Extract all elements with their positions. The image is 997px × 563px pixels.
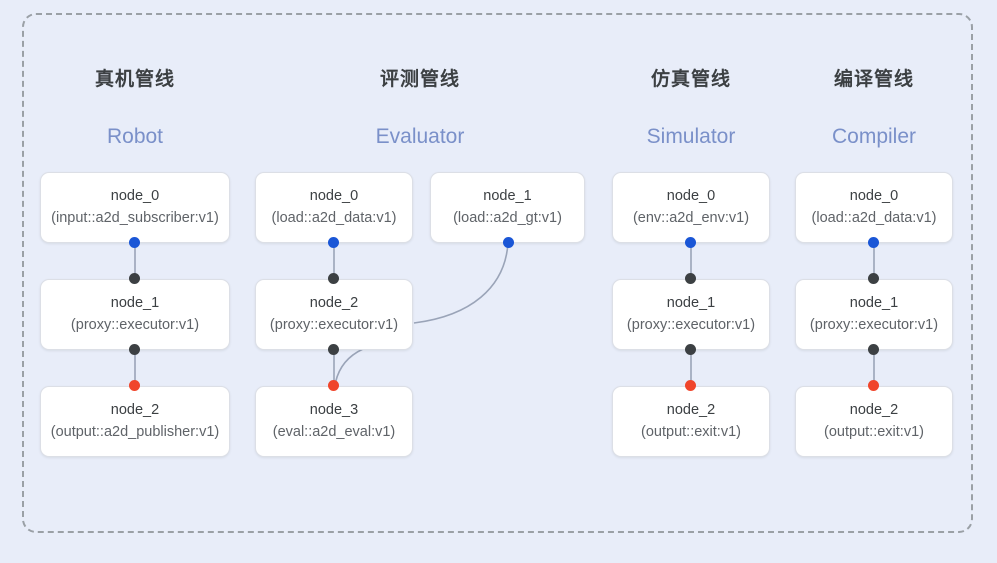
node-spec: (proxy::executor:v1): [70, 316, 200, 333]
node-spec: (output::exit:v1): [641, 423, 741, 440]
node-evaluator-node_0[interactable]: node_0 (load::a2d_data:v1): [255, 172, 413, 243]
node-name: node_2: [849, 402, 899, 419]
node-name: node_0: [666, 188, 716, 205]
node-spec: (output::exit:v1): [824, 423, 924, 440]
node-compiler-node_2[interactable]: node_2 (output::exit:v1): [795, 386, 953, 457]
column-title-robot: 真机管线: [94, 69, 175, 90]
column-subtitle-robot: Robot: [106, 125, 164, 148]
port-input-simulator-node_1[interactable]: [685, 273, 696, 284]
node-robot-node_0[interactable]: node_0 (input::a2d_subscriber:v1): [40, 172, 230, 243]
port-output-simulator-node_0[interactable]: [685, 237, 696, 248]
node-name: node_1: [483, 188, 532, 205]
node-spec: (input::a2d_subscriber:v1): [51, 209, 219, 226]
node-name: node_0: [849, 188, 899, 205]
node-name: node_1: [110, 295, 160, 312]
node-name: node_2: [309, 295, 359, 312]
dashed-container-frame: [22, 13, 973, 533]
node-spec: (load::a2d_data:v1): [811, 209, 937, 226]
port-output-robot-node_0[interactable]: [129, 237, 140, 248]
port-output-evaluator-node_1[interactable]: [503, 237, 514, 248]
port-input-compiler-node_1[interactable]: [868, 273, 879, 284]
node-simulator-node_1[interactable]: node_1 (proxy::executor:v1): [612, 279, 770, 350]
node-robot-node_2[interactable]: node_2 (output::a2d_publisher:v1): [40, 386, 230, 457]
node-name: node_3: [309, 402, 359, 419]
node-spec: (proxy::executor:v1): [809, 316, 939, 333]
port-input-robot-node_2[interactable]: [129, 380, 140, 391]
port-input-compiler-node_2[interactable]: [868, 380, 879, 391]
node-evaluator-node_1[interactable]: node_1 (load::a2d_gt:v1): [430, 172, 585, 243]
port-output-robot-node_1[interactable]: [129, 344, 140, 355]
port-input-simulator-node_2[interactable]: [685, 380, 696, 391]
node-simulator-node_0[interactable]: node_0 (env::a2d_env:v1): [612, 172, 770, 243]
port-input-evaluator-node_2[interactable]: [328, 273, 339, 284]
port-output-compiler-node_1[interactable]: [868, 344, 879, 355]
column-subtitle-simulator: Simulator: [646, 125, 736, 148]
node-evaluator-node_3[interactable]: node_3 (eval::a2d_eval:v1): [255, 386, 413, 457]
node-compiler-node_0[interactable]: node_0 (load::a2d_data:v1): [795, 172, 953, 243]
column-subtitle-evaluator: Evaluator: [375, 125, 465, 148]
port-input-robot-node_1[interactable]: [129, 273, 140, 284]
node-spec: (env::a2d_env:v1): [632, 209, 750, 226]
column-subtitle-compiler: Compiler: [831, 125, 917, 148]
node-spec: (output::a2d_publisher:v1): [50, 423, 220, 440]
node-simulator-node_2[interactable]: node_2 (output::exit:v1): [612, 386, 770, 457]
node-spec: (load::a2d_gt:v1): [453, 209, 562, 226]
node-robot-node_1[interactable]: node_1 (proxy::executor:v1): [40, 279, 230, 350]
port-output-evaluator-node_2[interactable]: [328, 344, 339, 355]
node-spec: (load::a2d_data:v1): [271, 209, 397, 226]
port-output-compiler-node_0[interactable]: [868, 237, 879, 248]
node-name: node_0: [309, 188, 359, 205]
node-spec: (eval::a2d_eval:v1): [272, 423, 396, 440]
port-input-evaluator-node_3[interactable]: [328, 380, 339, 391]
port-output-simulator-node_1[interactable]: [685, 344, 696, 355]
node-evaluator-node_2[interactable]: node_2 (proxy::executor:v1): [255, 279, 413, 350]
node-spec: (proxy::executor:v1): [626, 316, 756, 333]
node-compiler-node_1[interactable]: node_1 (proxy::executor:v1): [795, 279, 953, 350]
node-name: node_1: [666, 295, 716, 312]
node-name: node_2: [666, 402, 716, 419]
node-name: node_2: [110, 402, 160, 419]
node-name: node_0: [110, 188, 160, 205]
node-spec: (proxy::executor:v1): [269, 316, 399, 333]
column-title-evaluator: 评测管线: [379, 69, 460, 90]
column-title-compiler: 编译管线: [833, 69, 914, 90]
node-name: node_1: [849, 295, 899, 312]
port-output-evaluator-node_0[interactable]: [328, 237, 339, 248]
column-title-simulator: 仿真管线: [650, 69, 731, 90]
